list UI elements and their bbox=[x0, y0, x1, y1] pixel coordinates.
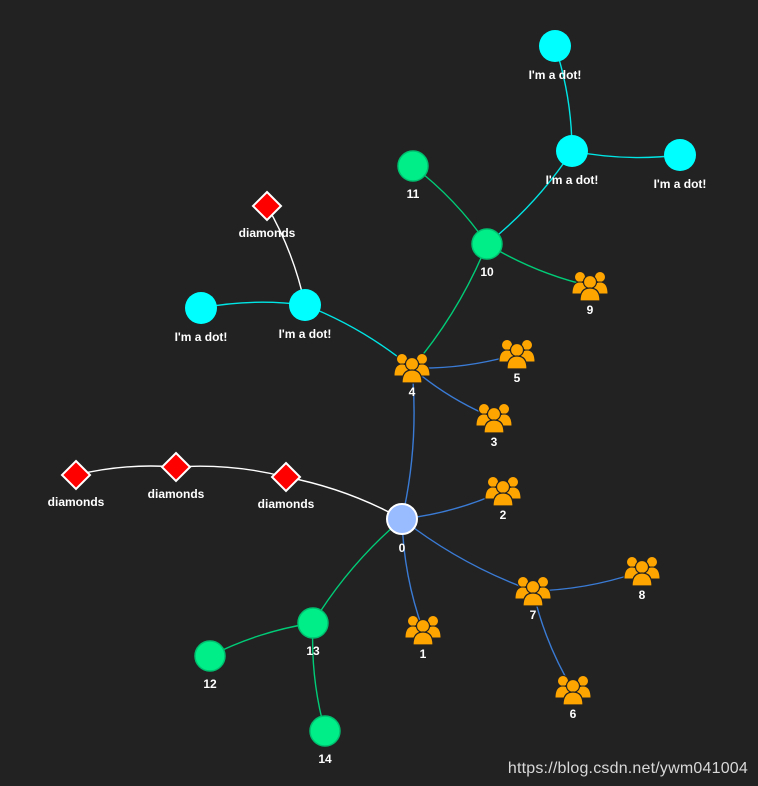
green-node-circle bbox=[397, 150, 429, 182]
edge-n0-n1 bbox=[401, 518, 424, 631]
green-node-circle bbox=[297, 607, 329, 639]
diamond-icon bbox=[160, 451, 192, 483]
node-label: I'm a dot! bbox=[175, 330, 228, 344]
node-label: 12 bbox=[203, 677, 217, 691]
node-n12[interactable]: 12 bbox=[194, 640, 226, 691]
node-n13[interactable]: 13 bbox=[297, 607, 329, 658]
people-group-icon bbox=[571, 271, 609, 302]
node-m3[interactable]: diamonds bbox=[258, 461, 315, 511]
diamond-icon bbox=[270, 461, 302, 493]
node-d3[interactable]: I'm a dot! bbox=[654, 139, 707, 191]
edge-m3-m2 bbox=[175, 465, 287, 478]
node-d5[interactable]: I'm a dot! bbox=[175, 292, 228, 344]
node-label: I'm a dot! bbox=[546, 173, 599, 187]
node-label: 11 bbox=[407, 187, 420, 201]
edge-layer bbox=[75, 45, 681, 732]
edge-d2-d3 bbox=[571, 150, 681, 159]
node-label: 4 bbox=[409, 385, 416, 399]
node-m2[interactable]: diamonds bbox=[148, 451, 205, 501]
edge-n10-n9 bbox=[486, 243, 591, 287]
node-label: diamonds bbox=[258, 497, 315, 511]
node-label: 5 bbox=[514, 371, 521, 385]
node-label: 2 bbox=[500, 508, 507, 522]
people-group-icon bbox=[404, 615, 442, 646]
node-d4[interactable]: I'm a dot! bbox=[279, 289, 332, 341]
people-group-icon bbox=[484, 476, 522, 507]
node-label: 1 bbox=[420, 647, 427, 661]
root-node-circle bbox=[386, 503, 418, 535]
node-m1[interactable]: diamonds bbox=[48, 459, 105, 509]
node-label: diamonds bbox=[148, 487, 205, 501]
diamond-icon bbox=[251, 190, 283, 222]
edge-n0-n4 bbox=[401, 367, 415, 520]
node-n10[interactable]: 10 bbox=[471, 228, 503, 279]
people-group-icon bbox=[393, 353, 431, 384]
edge-n4-n10 bbox=[411, 243, 488, 369]
node-label: 3 bbox=[491, 435, 498, 449]
node-n7[interactable]: 7 bbox=[514, 576, 552, 623]
node-n11[interactable]: 11 bbox=[397, 150, 429, 201]
node-label: 10 bbox=[480, 265, 494, 279]
node-label: I'm a dot! bbox=[279, 327, 332, 341]
node-label: 7 bbox=[530, 608, 537, 622]
edge-n10-d2 bbox=[486, 150, 573, 245]
node-label: 8 bbox=[639, 588, 646, 602]
node-d1[interactable]: I'm a dot! bbox=[529, 30, 582, 82]
dot-node-circle bbox=[185, 292, 217, 324]
node-label: I'm a dot! bbox=[654, 177, 707, 191]
green-node-circle bbox=[194, 640, 226, 672]
node-label: diamonds bbox=[48, 495, 105, 509]
node-n3[interactable]: 3 bbox=[475, 403, 513, 450]
people-group-icon bbox=[623, 556, 661, 587]
dot-node-circle bbox=[539, 30, 571, 62]
node-label: 13 bbox=[306, 644, 320, 658]
edge-n13-n14 bbox=[311, 622, 326, 732]
node-m4[interactable]: diamonds bbox=[239, 190, 296, 240]
node-label: 6 bbox=[570, 707, 577, 721]
edge-n0-n13 bbox=[312, 518, 403, 624]
dot-node-circle bbox=[556, 135, 588, 167]
people-group-icon bbox=[554, 675, 592, 706]
node-n14[interactable]: 14 bbox=[309, 715, 341, 766]
edge-n13-n12 bbox=[209, 622, 314, 657]
people-group-icon bbox=[498, 339, 536, 370]
node-label: 9 bbox=[587, 303, 594, 317]
node-n6[interactable]: 6 bbox=[554, 675, 592, 722]
dot-node-circle bbox=[664, 139, 696, 171]
dot-node-circle bbox=[289, 289, 321, 321]
node-n4[interactable]: 4 bbox=[393, 353, 431, 400]
node-n8[interactable]: 8 bbox=[623, 556, 661, 603]
diamond-icon bbox=[60, 459, 92, 491]
node-label: diamonds bbox=[239, 226, 296, 240]
node-n0[interactable]: 0 bbox=[386, 503, 418, 555]
watermark-text: https://blog.csdn.net/ywm041004 bbox=[507, 760, 748, 777]
node-label: 14 bbox=[318, 752, 332, 766]
green-node-circle bbox=[309, 715, 341, 747]
node-label: 0 bbox=[399, 541, 406, 555]
node-n5[interactable]: 5 bbox=[498, 339, 536, 386]
people-group-icon bbox=[475, 403, 513, 434]
edge-n0-n7 bbox=[401, 518, 534, 592]
green-node-circle bbox=[471, 228, 503, 260]
node-d2[interactable]: I'm a dot! bbox=[546, 135, 599, 187]
node-n9[interactable]: 9 bbox=[571, 271, 609, 318]
edge-n10-n11 bbox=[412, 165, 488, 245]
node-label: I'm a dot! bbox=[529, 68, 582, 82]
node-n1[interactable]: 1 bbox=[404, 615, 442, 662]
node-n2[interactable]: 2 bbox=[484, 476, 522, 523]
people-group-icon bbox=[514, 576, 552, 607]
